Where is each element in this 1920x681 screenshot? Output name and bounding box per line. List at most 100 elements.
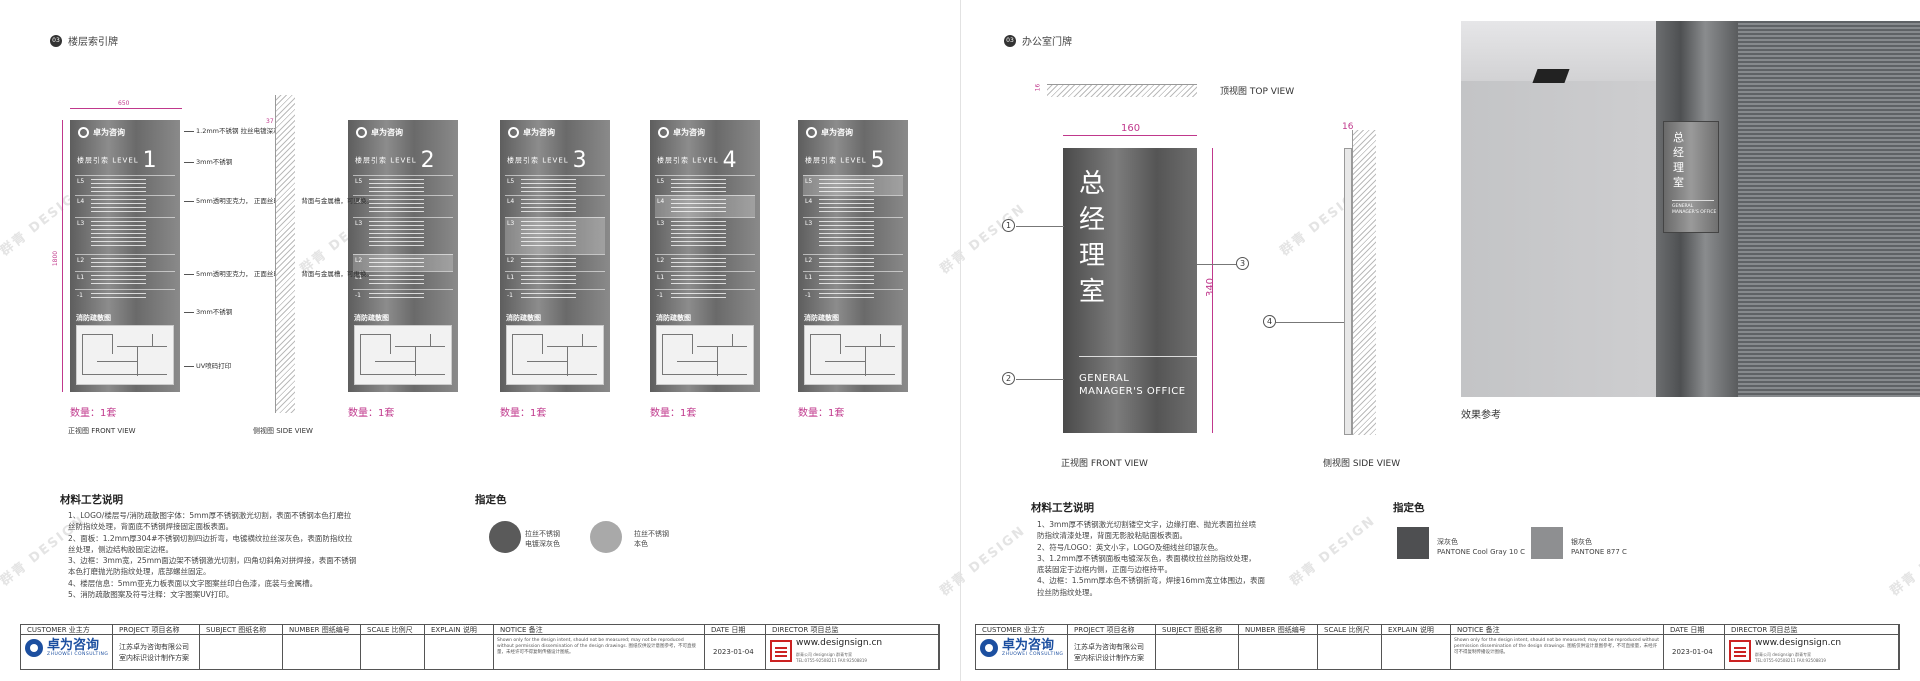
title-block-header: DIRECTOR 项目总监	[1725, 625, 1899, 635]
website-link[interactable]: www.designsign.cn	[796, 638, 883, 648]
width-dimension: 650	[118, 100, 130, 107]
material-line: 丝防指纹处理，背面底不锈钢焊接固定面板表面。	[68, 522, 233, 532]
title-block-cell	[766, 635, 939, 670]
color-label: 拉丝不锈钢 本色	[634, 530, 669, 548]
floor-row-level: L4	[355, 198, 363, 205]
side-view-profile	[1352, 130, 1376, 435]
floor-row: -1	[75, 289, 175, 303]
height-dimension: 340	[1205, 277, 1217, 298]
sign-level-text: 楼层引索 LEVEL	[77, 156, 139, 165]
side-view-label: 侧视图 SIDE VIEW	[1323, 459, 1401, 469]
notice-text: Shown only for the design intent, should…	[1454, 638, 1660, 656]
floor-row-level: L1	[657, 274, 665, 281]
height-dimension: 1800	[52, 250, 60, 267]
photo-sign-divider	[1672, 200, 1714, 201]
floor-row-info-lines	[521, 293, 576, 301]
title-block-cell	[113, 635, 200, 670]
title-block-cell	[1451, 635, 1664, 670]
website-sub: 群青公司 designsign 群青专家 TEL:0755-92508211 F…	[796, 652, 867, 663]
photo-label: 效果参考	[1461, 410, 1501, 421]
fire-evacuation-map	[506, 325, 604, 385]
side-dimension: 16	[1342, 122, 1354, 132]
seal-stamp-icon	[1729, 640, 1751, 662]
sign-char: 室	[1079, 277, 1106, 307]
title-block-header: CUSTOMER 业主方	[976, 625, 1068, 635]
color-label: 拉丝不锈钢 电镀深灰色	[525, 530, 560, 548]
color-label: 银灰色 PANTONE 877 C	[1571, 538, 1627, 556]
floor-row: L1	[803, 271, 903, 289]
floor-row: L4	[505, 195, 605, 217]
title-block-cell	[21, 635, 113, 670]
sign-title-chars: 总 经 理 室	[1079, 166, 1109, 310]
sign-brand: 卓为咨询	[371, 128, 403, 137]
project-line: 室内标识设计制作方案	[119, 653, 189, 662]
floor-row: L2	[353, 254, 453, 271]
floor-row-info-lines	[671, 293, 726, 301]
company-logo-icon	[25, 639, 43, 657]
title-block-header: NUMBER 图纸编号	[1239, 625, 1318, 635]
sign-logo: 卓为咨询	[508, 127, 555, 138]
floor-row: L2	[505, 254, 605, 271]
effect-reference-photo: 总 经 理 室 GENERAL MANAGER'S OFFICE	[1461, 21, 1920, 397]
website-link[interactable]: www.designsign.cn	[1755, 638, 1842, 648]
floor-row: -1	[353, 289, 453, 303]
sign-logo: 卓为咨询	[78, 127, 125, 138]
floor-row-info-lines	[521, 275, 576, 287]
photo-sign-char: 经	[1673, 146, 1684, 159]
floor-row-info-lines	[369, 199, 424, 215]
material-line: 4、楼层信息：5mm亚克力板表面以文字图案丝印白色漆，底装与金属槽。	[68, 578, 318, 588]
title-block-header: SCALE 比例尺	[1318, 625, 1382, 635]
sign-level-number: 3	[572, 148, 588, 173]
floor-row-level: -1	[77, 292, 83, 299]
floor-row: -1	[803, 289, 903, 303]
floor-row-info-lines	[521, 179, 576, 195]
callout-uv-print: UV喷码打印	[183, 362, 232, 370]
floor-row: L5	[803, 175, 903, 195]
logo-icon	[508, 127, 519, 138]
height-dimension-line	[62, 120, 63, 392]
title-block-header: PROJECT 项目名称	[113, 625, 200, 635]
title-block-header: DATE 日期	[705, 625, 766, 635]
width-dimension-line	[1063, 135, 1197, 136]
floor-row: L2	[75, 254, 175, 271]
side-dimension: 37	[266, 118, 274, 125]
sign-level-text: 楼层引索 LEVEL	[355, 156, 417, 165]
side-view-panel	[1344, 148, 1352, 435]
fire-evacuation-label: 消防疏散图	[506, 314, 541, 322]
floor-row: L4	[655, 195, 755, 217]
photo-sign-english: GENERAL MANAGER'S OFFICE	[1672, 204, 1717, 215]
sign-brand: 卓为咨询	[821, 128, 853, 137]
sign-level-number: 1	[142, 148, 158, 173]
color-title: 指定色	[1393, 502, 1425, 514]
floor-row-info-lines	[91, 275, 146, 287]
quantity-label: 数量：1套	[798, 408, 845, 419]
material-line: 1、LOGO/楼层号/消防疏散图字体：5mm厚不锈钢激光切割，表面不锈钢本色打磨…	[68, 511, 352, 520]
material-line: 4、边框：1.5mm厚本色不锈钢折弯，焊接16mm宽立体围边，表面	[1037, 576, 1265, 586]
floor-row-info-lines	[671, 199, 726, 215]
top-dimension: 16	[1034, 83, 1042, 92]
floor-row-level: L2	[657, 257, 665, 264]
fire-evacuation-label: 消防疏散图	[656, 314, 691, 322]
color-title: 指定色	[475, 494, 507, 506]
logo-icon	[356, 127, 367, 138]
side-view-profile	[275, 95, 295, 413]
material-line: 5、消防疏散图案及符号注释：文字图案UV打印。	[68, 589, 234, 599]
floor-row-level: L5	[657, 178, 665, 185]
material-line: 本色打磨抛光防指纹处理，底部螺丝固定。	[68, 567, 211, 577]
logo-icon	[806, 127, 817, 138]
floor-row-level: L2	[507, 257, 515, 264]
floor-row-info-lines	[521, 221, 576, 249]
color-label: 深灰色 PANTONE Cool Gray 10 C	[1437, 538, 1526, 556]
company-logo-icon	[980, 639, 998, 657]
width-dimension: 160	[1121, 123, 1141, 134]
sign-english: GENERAL MANAGER'S OFFICE	[1079, 372, 1186, 398]
title-block-cell	[705, 635, 766, 670]
sign-level-text: 楼层引索 LEVEL	[657, 156, 719, 165]
sign-logo: 卓为咨询	[806, 127, 853, 138]
sign-level-number: 4	[722, 148, 738, 173]
floor-row: L5	[655, 175, 755, 195]
project-name: 江苏卓为咨询有限公司室内标识设计制作方案	[119, 642, 189, 663]
